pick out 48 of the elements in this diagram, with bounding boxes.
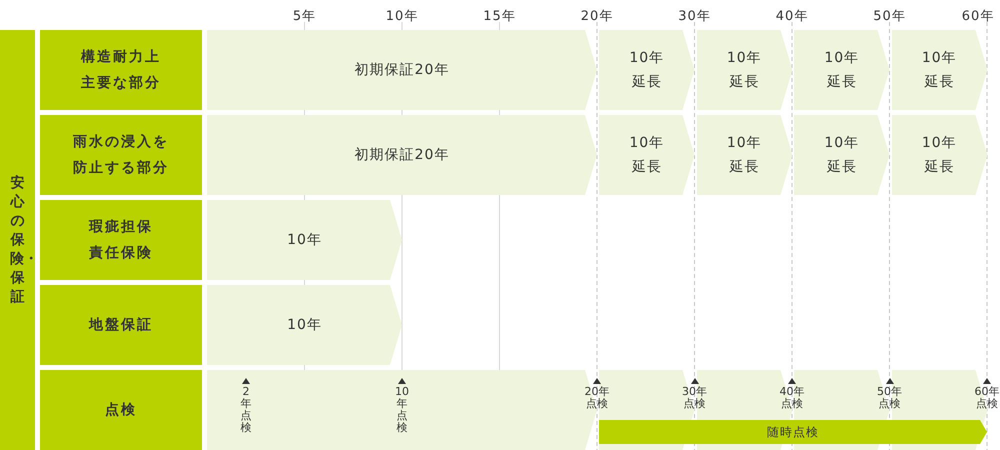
chevron-bar bbox=[599, 115, 694, 195]
inspection-label: 50年点検 bbox=[876, 386, 903, 410]
axis-label: 30年 bbox=[677, 10, 712, 24]
chevron-bar bbox=[599, 30, 694, 110]
row-header: 瑕疵担保責任保険 bbox=[40, 200, 202, 280]
chevron-bar bbox=[599, 420, 987, 444]
bar-label: 10年 bbox=[286, 231, 323, 250]
chevron-bar bbox=[794, 30, 890, 110]
chevron-bar bbox=[207, 115, 597, 195]
chevron-bar bbox=[207, 370, 597, 450]
row-header: 地盤保証 bbox=[40, 285, 202, 365]
chevron-bar bbox=[696, 30, 792, 110]
chevron-bar bbox=[207, 200, 402, 280]
axis-label: 40年 bbox=[774, 10, 810, 24]
inspection-label: 60年点検 bbox=[974, 386, 1000, 410]
axis-label: 5年 bbox=[292, 10, 318, 24]
bar-label: 10年 bbox=[286, 316, 323, 335]
row-header: 構造耐力上主要な部分 bbox=[40, 30, 202, 110]
bar-label: 10年延長 bbox=[726, 134, 763, 177]
inspection-label: 10年点検 bbox=[395, 386, 409, 434]
bar-label: 初期保証20年 bbox=[354, 61, 450, 80]
bar-label: 10年延長 bbox=[823, 134, 860, 177]
chevron-bar bbox=[892, 115, 987, 195]
bar-label: 10年延長 bbox=[628, 49, 666, 92]
bar-label: 10年延長 bbox=[726, 49, 763, 92]
axis-label: 20年 bbox=[580, 10, 614, 24]
chevron-bar bbox=[794, 115, 890, 195]
bar-label: 10年延長 bbox=[823, 49, 860, 92]
inspection-label: 30年点検 bbox=[681, 386, 708, 410]
row-header: 雨水の浸入を防止する部分 bbox=[40, 115, 202, 195]
bar-label: 10年延長 bbox=[920, 134, 958, 177]
bar-label: 初期保証20年 bbox=[354, 146, 450, 165]
axis-label: 60年 bbox=[960, 10, 996, 24]
bar-label: 10年延長 bbox=[920, 49, 958, 92]
axis-label: 50年 bbox=[872, 10, 907, 24]
bar-label: 10年延長 bbox=[628, 134, 666, 177]
chevron-bar bbox=[207, 285, 402, 365]
axis-label: 15年 bbox=[482, 10, 517, 24]
category-band: 安心の保険・保証 bbox=[0, 30, 35, 450]
inspection-label: 20年点検 bbox=[584, 386, 610, 410]
chevron-bar bbox=[696, 115, 792, 195]
inspection-label: 40年点検 bbox=[778, 386, 806, 410]
chevron-bar bbox=[892, 30, 987, 110]
row-header: 点検 bbox=[40, 370, 202, 450]
axis-label: 10年 bbox=[384, 10, 420, 24]
inspection-label: 2年点検 bbox=[240, 386, 252, 434]
chevron-bar bbox=[207, 30, 597, 110]
bar-label: 随時点検 bbox=[766, 424, 820, 441]
